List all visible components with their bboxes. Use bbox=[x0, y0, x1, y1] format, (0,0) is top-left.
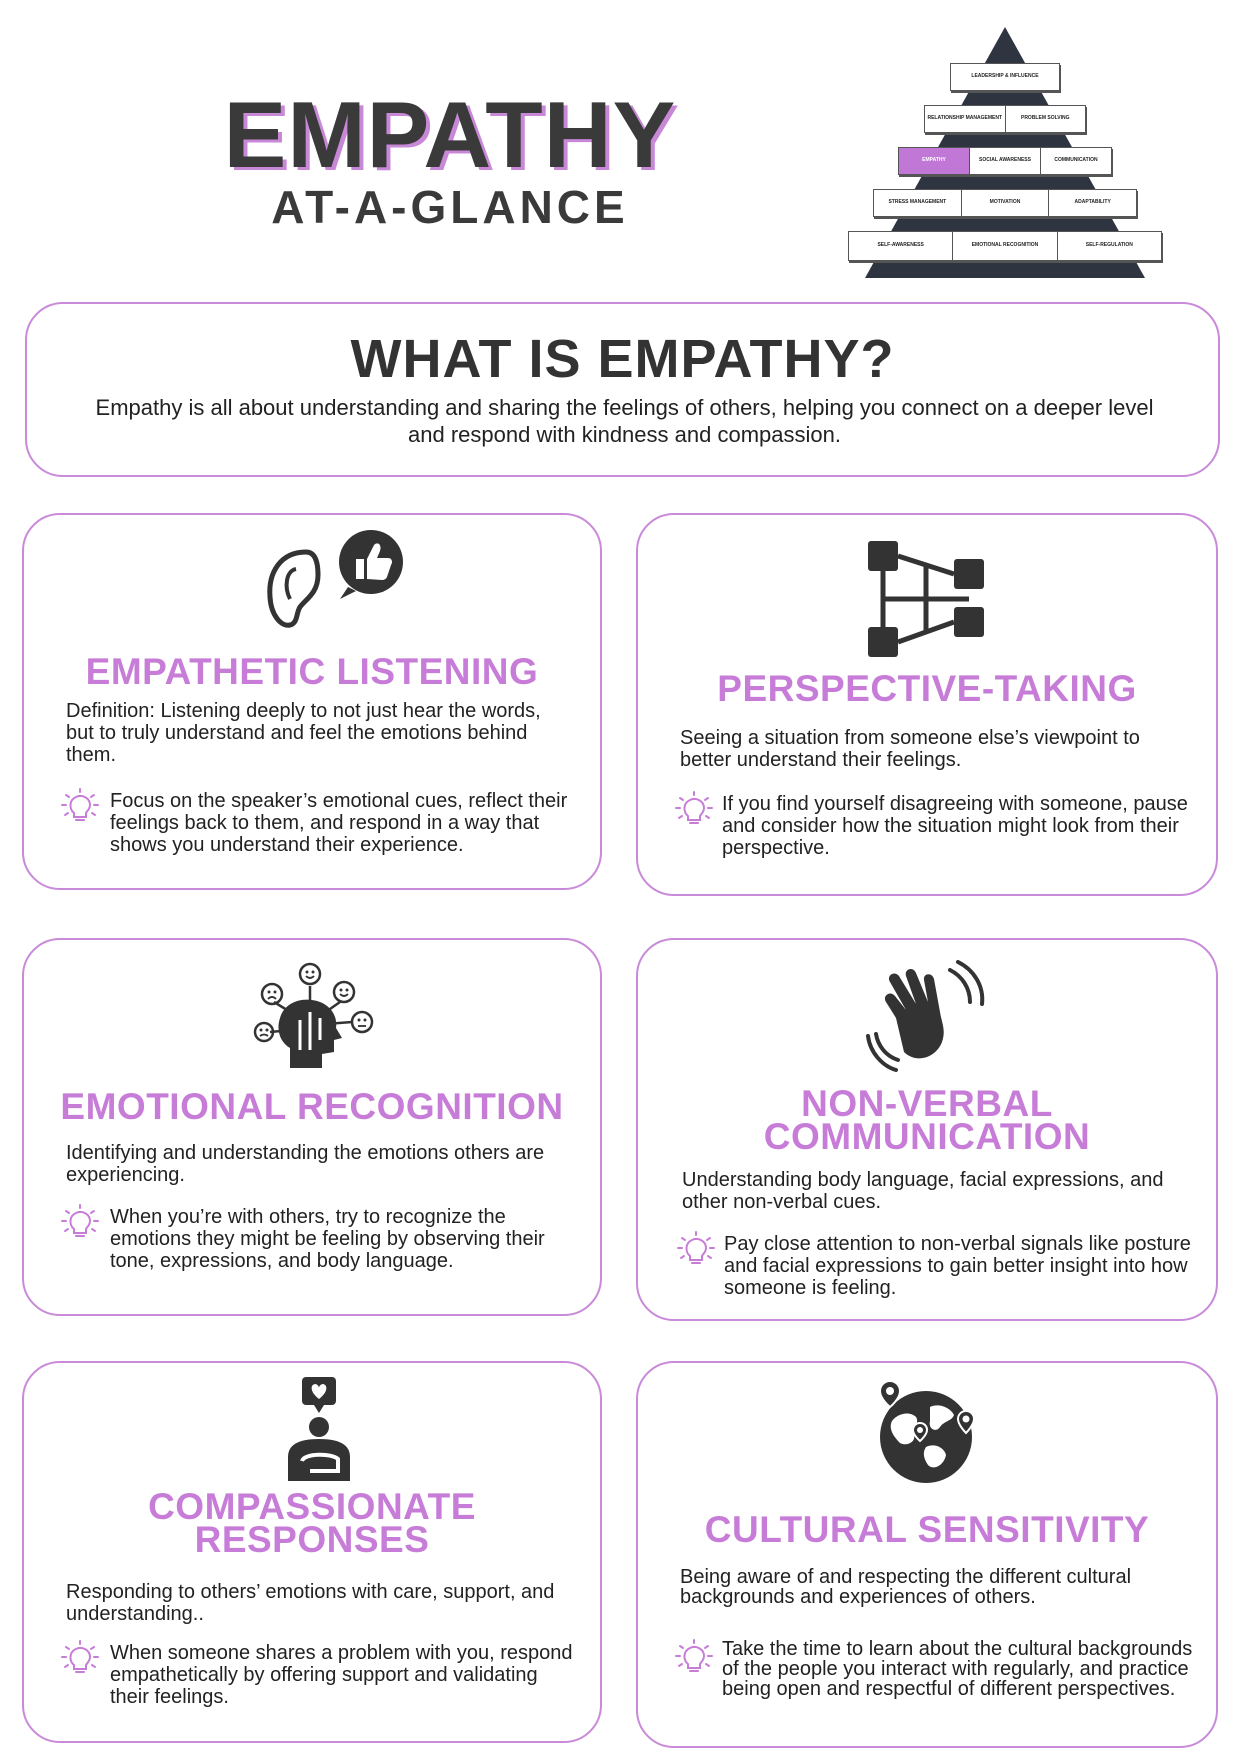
card-heading: EMPATHETIC LISTENING bbox=[85, 651, 539, 692]
card-tip: Take the time to learn about the cultura… bbox=[722, 1638, 1193, 1700]
card-compassionate-responses: COMPASSIONATE RESPONSES Responding to ot… bbox=[22, 1361, 602, 1743]
page-subtitle: AT-A-GLANCE bbox=[271, 181, 629, 233]
card-definition: Identifying and understanding the emotio… bbox=[66, 1142, 545, 1186]
card-definition: Definition: Listening deeply to not just… bbox=[66, 700, 541, 766]
card-non-verbal-communication: NON-VERBAL COMMUNICATION Understanding b… bbox=[636, 938, 1218, 1321]
hug-heart-icon bbox=[288, 1377, 350, 1481]
lightbulb-icon bbox=[675, 791, 713, 824]
card-tip: When someone shares a problem with you, … bbox=[110, 1642, 573, 1708]
lightbulb-icon bbox=[675, 1639, 713, 1672]
head-emotions-icon bbox=[253, 962, 374, 1068]
pyramid-row-5: SELF-AWARENESS EMOTIONAL RECOGNITION SEL… bbox=[848, 231, 1162, 261]
skills-pyramid: LEADERSHIP & INFLUENCE RELATIONSHIP MANA… bbox=[840, 25, 1170, 280]
card-heading: EMOTIONAL RECOGNITION bbox=[60, 1086, 564, 1127]
card-empathetic-listening: EMPATHETIC LISTENING Definition: Listeni… bbox=[22, 513, 602, 890]
card-definition: Being aware of and respecting the differ… bbox=[680, 1566, 1132, 1608]
pyramid-row-1: LEADERSHIP & INFLUENCE bbox=[950, 63, 1060, 91]
pyramid-cell: ADAPTABILITY bbox=[1048, 189, 1138, 217]
pyramid-cell: COMMUNICATION bbox=[1040, 147, 1112, 175]
intro-text: Empathy is all about understanding and s… bbox=[95, 395, 1154, 447]
pyramid-cell: EMOTIONAL RECOGNITION bbox=[952, 231, 1058, 261]
pyramid-cell: SELF-REGULATION bbox=[1056, 231, 1162, 261]
card-tip: If you find yourself disagreeing with so… bbox=[722, 793, 1188, 859]
pyramid-cell: SOCIAL AWARENESS bbox=[969, 147, 1041, 175]
card-definition: Understanding body language, facial expr… bbox=[682, 1169, 1164, 1213]
intro-panel: WHAT IS EMPATHY? Empathy is all about un… bbox=[25, 302, 1220, 477]
card-heading: PERSPECTIVE-TAKING bbox=[717, 668, 1137, 709]
ear-thumbs-up-icon bbox=[267, 530, 403, 628]
card-heading: COMPASSIONATE RESPONSES bbox=[148, 1486, 476, 1560]
card-definition: Responding to others’ emotions with care… bbox=[66, 1581, 555, 1625]
pyramid-cell: STRESS MANAGEMENT bbox=[873, 189, 962, 217]
pyramid-cell-highlight: EMPATHY bbox=[898, 147, 970, 175]
card-tip: Focus on the speaker’s emotional cues, r… bbox=[110, 790, 568, 856]
page-title: EMPATHY bbox=[223, 82, 677, 187]
lightbulb-icon bbox=[61, 1640, 99, 1673]
card-perspective-taking: PERSPECTIVE-TAKING Seeing a situation fr… bbox=[636, 513, 1218, 896]
card-tip: Pay close attention to non-verbal signal… bbox=[724, 1233, 1191, 1299]
lightbulb-icon bbox=[61, 1204, 99, 1237]
waving-hand-icon bbox=[866, 960, 985, 1072]
card-heading: CULTURAL SENSITIVITY bbox=[704, 1509, 1150, 1550]
lightbulb-icon bbox=[61, 788, 99, 821]
pyramid-row-3: EMPATHY SOCIAL AWARENESS COMMUNICATION bbox=[898, 147, 1112, 175]
pyramid-row-2: RELATIONSHIP MANAGEMENT PROBLEM SOLVING bbox=[924, 105, 1086, 133]
pyramid-cell: RELATIONSHIP MANAGEMENT bbox=[924, 105, 1006, 133]
pyramid-cell: MOTIVATION bbox=[960, 189, 1050, 217]
pyramid-cell: SELF-AWARENESS bbox=[848, 231, 954, 261]
card-cultural-sensitivity: CULTURAL SENSITIVITY Being aware of and … bbox=[636, 1361, 1218, 1748]
pyramid-cell: PROBLEM SOLVING bbox=[1004, 105, 1086, 133]
intro-title: WHAT IS EMPATHY? bbox=[350, 329, 895, 389]
card-definition: Seeing a situation from someone else’s v… bbox=[680, 727, 1140, 771]
pyramid-row-4: STRESS MANAGEMENT MOTIVATION ADAPTABILIT… bbox=[873, 189, 1138, 217]
card-heading: NON-VERBAL COMMUNICATION bbox=[763, 1083, 1091, 1157]
perspective-grid-icon bbox=[868, 541, 984, 657]
card-tip: When you’re with others, try to recogniz… bbox=[110, 1206, 545, 1272]
card-emotional-recognition: EMOTIONAL RECOGNITION Identifying and un… bbox=[22, 938, 602, 1316]
globe-pins-icon bbox=[878, 1379, 976, 1483]
lightbulb-icon bbox=[677, 1231, 715, 1264]
pyramid-cell: LEADERSHIP & INFLUENCE bbox=[950, 63, 1060, 91]
